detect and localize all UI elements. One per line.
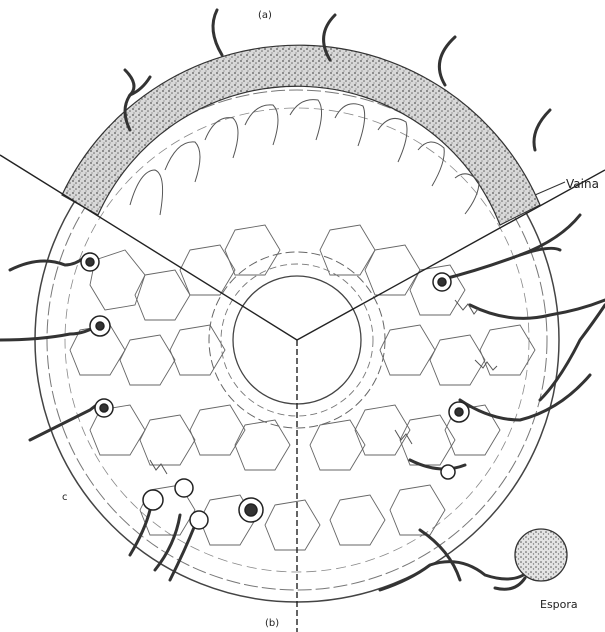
vaina-leader	[535, 182, 565, 195]
panel-label-a: (a)	[258, 10, 272, 21]
espora-label: Espora	[540, 598, 578, 611]
panel-label-b: (b)	[265, 618, 279, 629]
panel-label-c: c	[62, 492, 68, 503]
spore	[515, 529, 567, 581]
vaina-label: Vaina	[566, 177, 599, 191]
